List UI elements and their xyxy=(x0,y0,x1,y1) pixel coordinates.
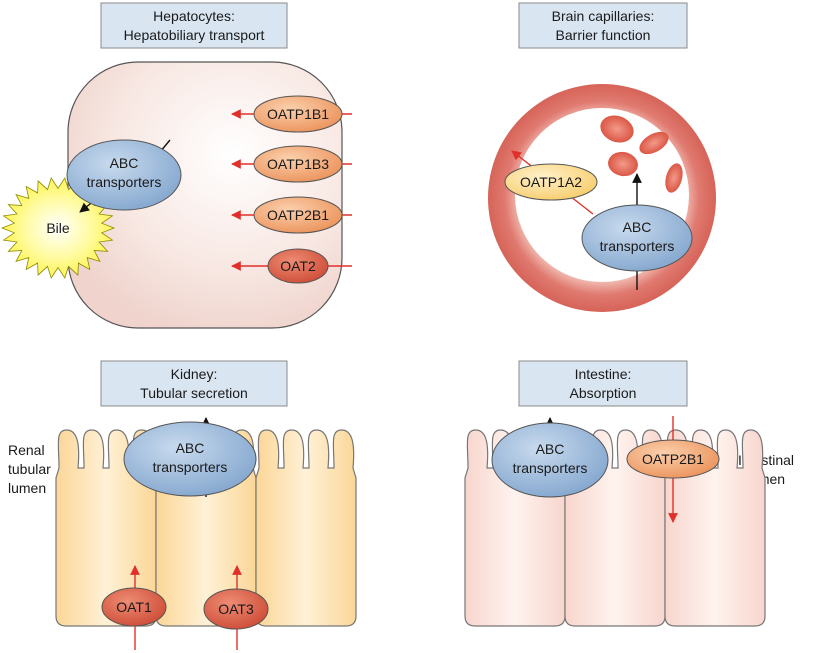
intestine-abc-transporter: ABC transporters xyxy=(491,422,609,498)
kidney-title-box: Kidney: Tubular secretion xyxy=(100,360,288,407)
liver-title-line1: Hepatocytes: xyxy=(153,8,235,24)
liver-oatp1b3-label: OATP1B3 xyxy=(267,156,329,172)
brain-abc-transporter: ABC transporters xyxy=(581,204,693,272)
liver-oatp2b1: OATP2B1 xyxy=(231,196,352,234)
brain-panel: Brain capillaries: Barrier function OATP… xyxy=(488,2,716,312)
rbc xyxy=(665,163,683,193)
rbc xyxy=(600,115,634,143)
liver-panel: Hepatocytes: Hepatobiliary transport Bil… xyxy=(0,2,352,329)
liver-title-box: Hepatocytes: Hepatobiliary transport xyxy=(100,2,288,49)
rbc xyxy=(639,131,669,155)
liver-abc-label-line1: ABC xyxy=(110,155,139,171)
kidney-lumen-label: Renal tubular lumen xyxy=(8,442,51,496)
intestine-abc-label-line1: ABC xyxy=(536,441,565,457)
kidney-oat3-label: OAT3 xyxy=(218,601,254,617)
brain-abc-label-line1: ABC xyxy=(623,219,652,235)
liver-oatp1b3: OATP1B3 xyxy=(231,145,352,183)
kidney-title-line1: Kidney: xyxy=(171,366,218,382)
rbc xyxy=(608,151,638,177)
kidney-oat1-label: OAT1 xyxy=(116,599,152,615)
red-blood-cells xyxy=(600,115,683,193)
kidney-panel: Kidney: Tubular secretion Renal tubular … xyxy=(8,360,357,650)
intestine-title-line2: Absorption xyxy=(570,385,637,401)
intestine-oatp2b1: OATP2B1 xyxy=(626,439,720,479)
liver-oatp2b1-label: OATP2B1 xyxy=(267,207,329,223)
intestine-title-box: Intestine: Absorption xyxy=(518,360,688,407)
liver-abc-transporter: ABC transporters xyxy=(66,139,182,211)
liver-oat2: OAT2 xyxy=(231,248,352,284)
kidney-abc-transporter: ABC transporters xyxy=(123,421,257,497)
kidney-oat1: OAT1 xyxy=(101,587,167,627)
kidney-oat3: OAT3 xyxy=(203,588,269,630)
brain-title-line2: Barrier function xyxy=(556,27,651,43)
kidney-abc-label-line2: transporters xyxy=(153,459,228,475)
brain-abc-label-line2: transporters xyxy=(600,238,675,254)
kidney-lumen-line1: Renal xyxy=(8,442,45,458)
intestine-title-line1: Intestine: xyxy=(575,366,632,382)
brain-title-box: Brain capillaries: Barrier function xyxy=(518,2,688,49)
liver-abc-label-line2: transporters xyxy=(87,174,162,190)
epithelial-cell xyxy=(255,429,357,627)
bile-label: Bile xyxy=(46,220,70,236)
brain-oatp1a2-label: OATP1A2 xyxy=(520,174,582,190)
liver-oatp1b1: OATP1B1 xyxy=(231,95,352,133)
intestine-panel: Intestine: Absorption Intestinal lumen A… xyxy=(464,360,794,627)
kidney-abc-label-line1: ABC xyxy=(176,440,205,456)
kidney-title-line2: Tubular secretion xyxy=(140,385,248,401)
intestine-abc-label-line2: transporters xyxy=(513,460,588,476)
liver-oatp1b1-label: OATP1B1 xyxy=(267,106,329,122)
kidney-lumen-line2: tubular xyxy=(8,461,51,477)
kidney-lumen-line3: lumen xyxy=(8,480,46,496)
liver-oat2-label: OAT2 xyxy=(280,258,316,274)
brain-oatp1a2: OATP1A2 xyxy=(504,163,598,201)
brain-title-line1: Brain capillaries: xyxy=(552,8,655,24)
liver-title-line2: Hepatobiliary transport xyxy=(124,27,265,43)
intestine-oatp2b1-label: OATP2B1 xyxy=(642,451,704,467)
